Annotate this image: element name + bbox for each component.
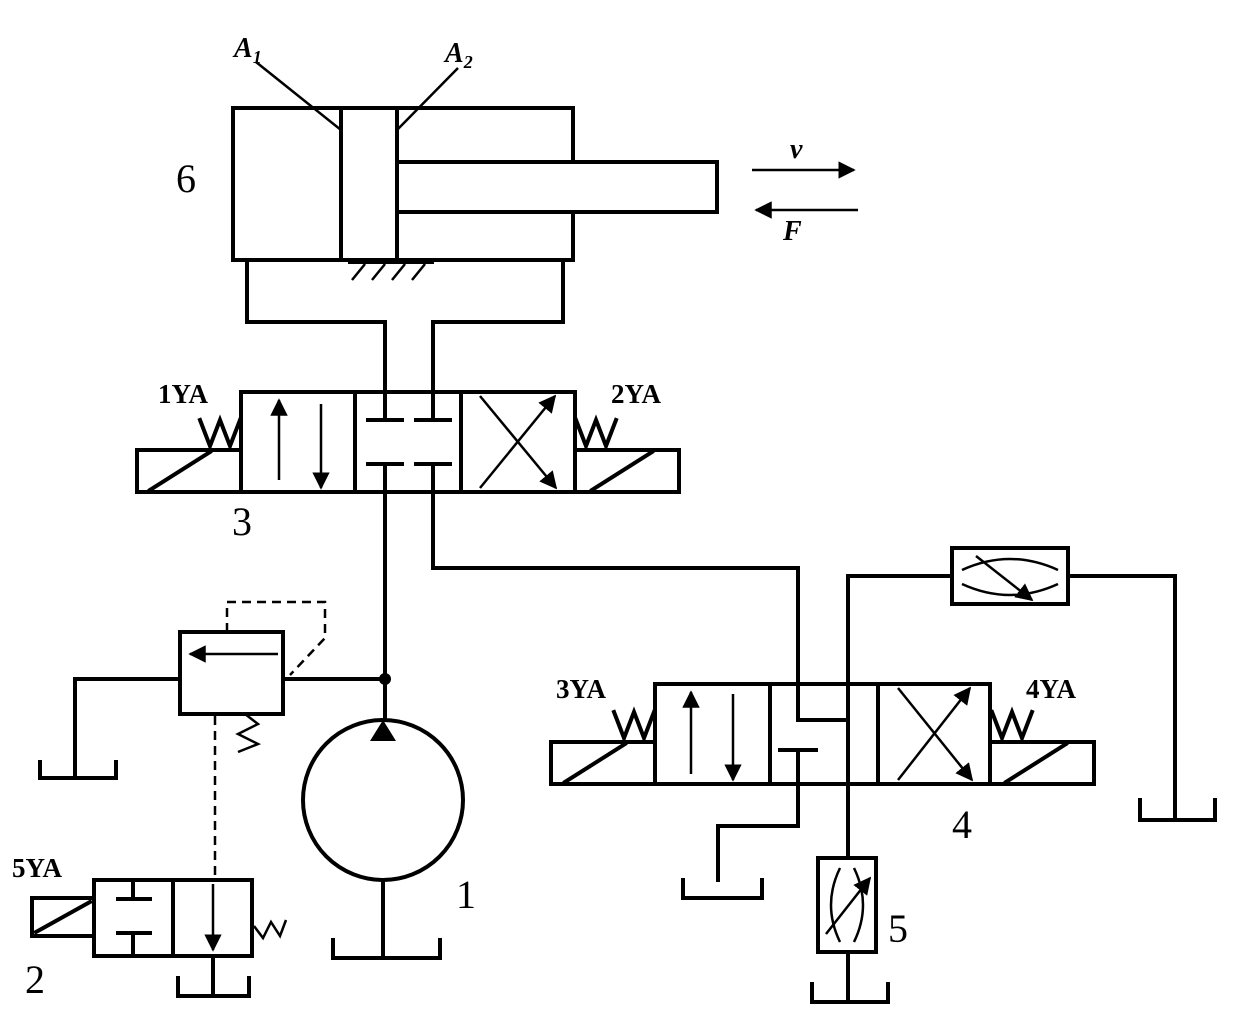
tank-valve-4 — [681, 878, 764, 900]
tank-throttle-top — [1138, 798, 1217, 822]
label-5ya: 5YA — [12, 853, 63, 883]
directional-valve-4 — [549, 682, 1096, 786]
label-area-a1: A1 — [232, 33, 262, 67]
label-throttle-5: 5 — [888, 906, 908, 951]
label-3ya: 3YA — [556, 674, 607, 704]
label-4ya: 4YA — [1026, 674, 1077, 704]
label-valve-2: 2 — [25, 957, 45, 1002]
hydraulic-pump — [301, 718, 465, 960]
label-valve-3: 3 — [232, 499, 252, 544]
throttle-valve-top — [846, 546, 1217, 822]
label-pump: 1 — [456, 872, 476, 917]
label-cylinder: 6 — [176, 156, 196, 201]
tank-throttle-5 — [810, 982, 890, 1004]
label-velocity: v — [790, 134, 803, 165]
tank-pump — [331, 938, 442, 960]
pressure-line — [281, 490, 391, 722]
label-force: F — [782, 216, 802, 247]
piston — [339, 106, 399, 262]
relief-valve — [38, 600, 327, 882]
label-2ya: 2YA — [611, 379, 662, 409]
hydraulic-cylinder — [231, 61, 719, 281]
solenoid-2ya-coil — [573, 448, 681, 494]
throttle-valve-5 — [810, 782, 890, 1004]
solenoid-4ya-coil — [988, 740, 1096, 786]
return-line — [431, 490, 800, 686]
solenoid-1ya-coil — [135, 448, 243, 494]
drain-valve-4 — [716, 782, 800, 882]
label-1ya: 1YA — [158, 379, 209, 409]
directional-valve-3 — [135, 390, 681, 494]
tank-valve-2 — [176, 976, 251, 998]
label-area-a2: A2 — [443, 38, 473, 72]
label-valve-4: 4 — [952, 802, 972, 847]
solenoid-3ya-coil — [549, 740, 657, 786]
unloading-valve-2 — [30, 878, 288, 998]
cylinder-pipes — [245, 258, 565, 394]
ground-hatch — [348, 260, 434, 281]
tank-relief — [38, 760, 118, 780]
